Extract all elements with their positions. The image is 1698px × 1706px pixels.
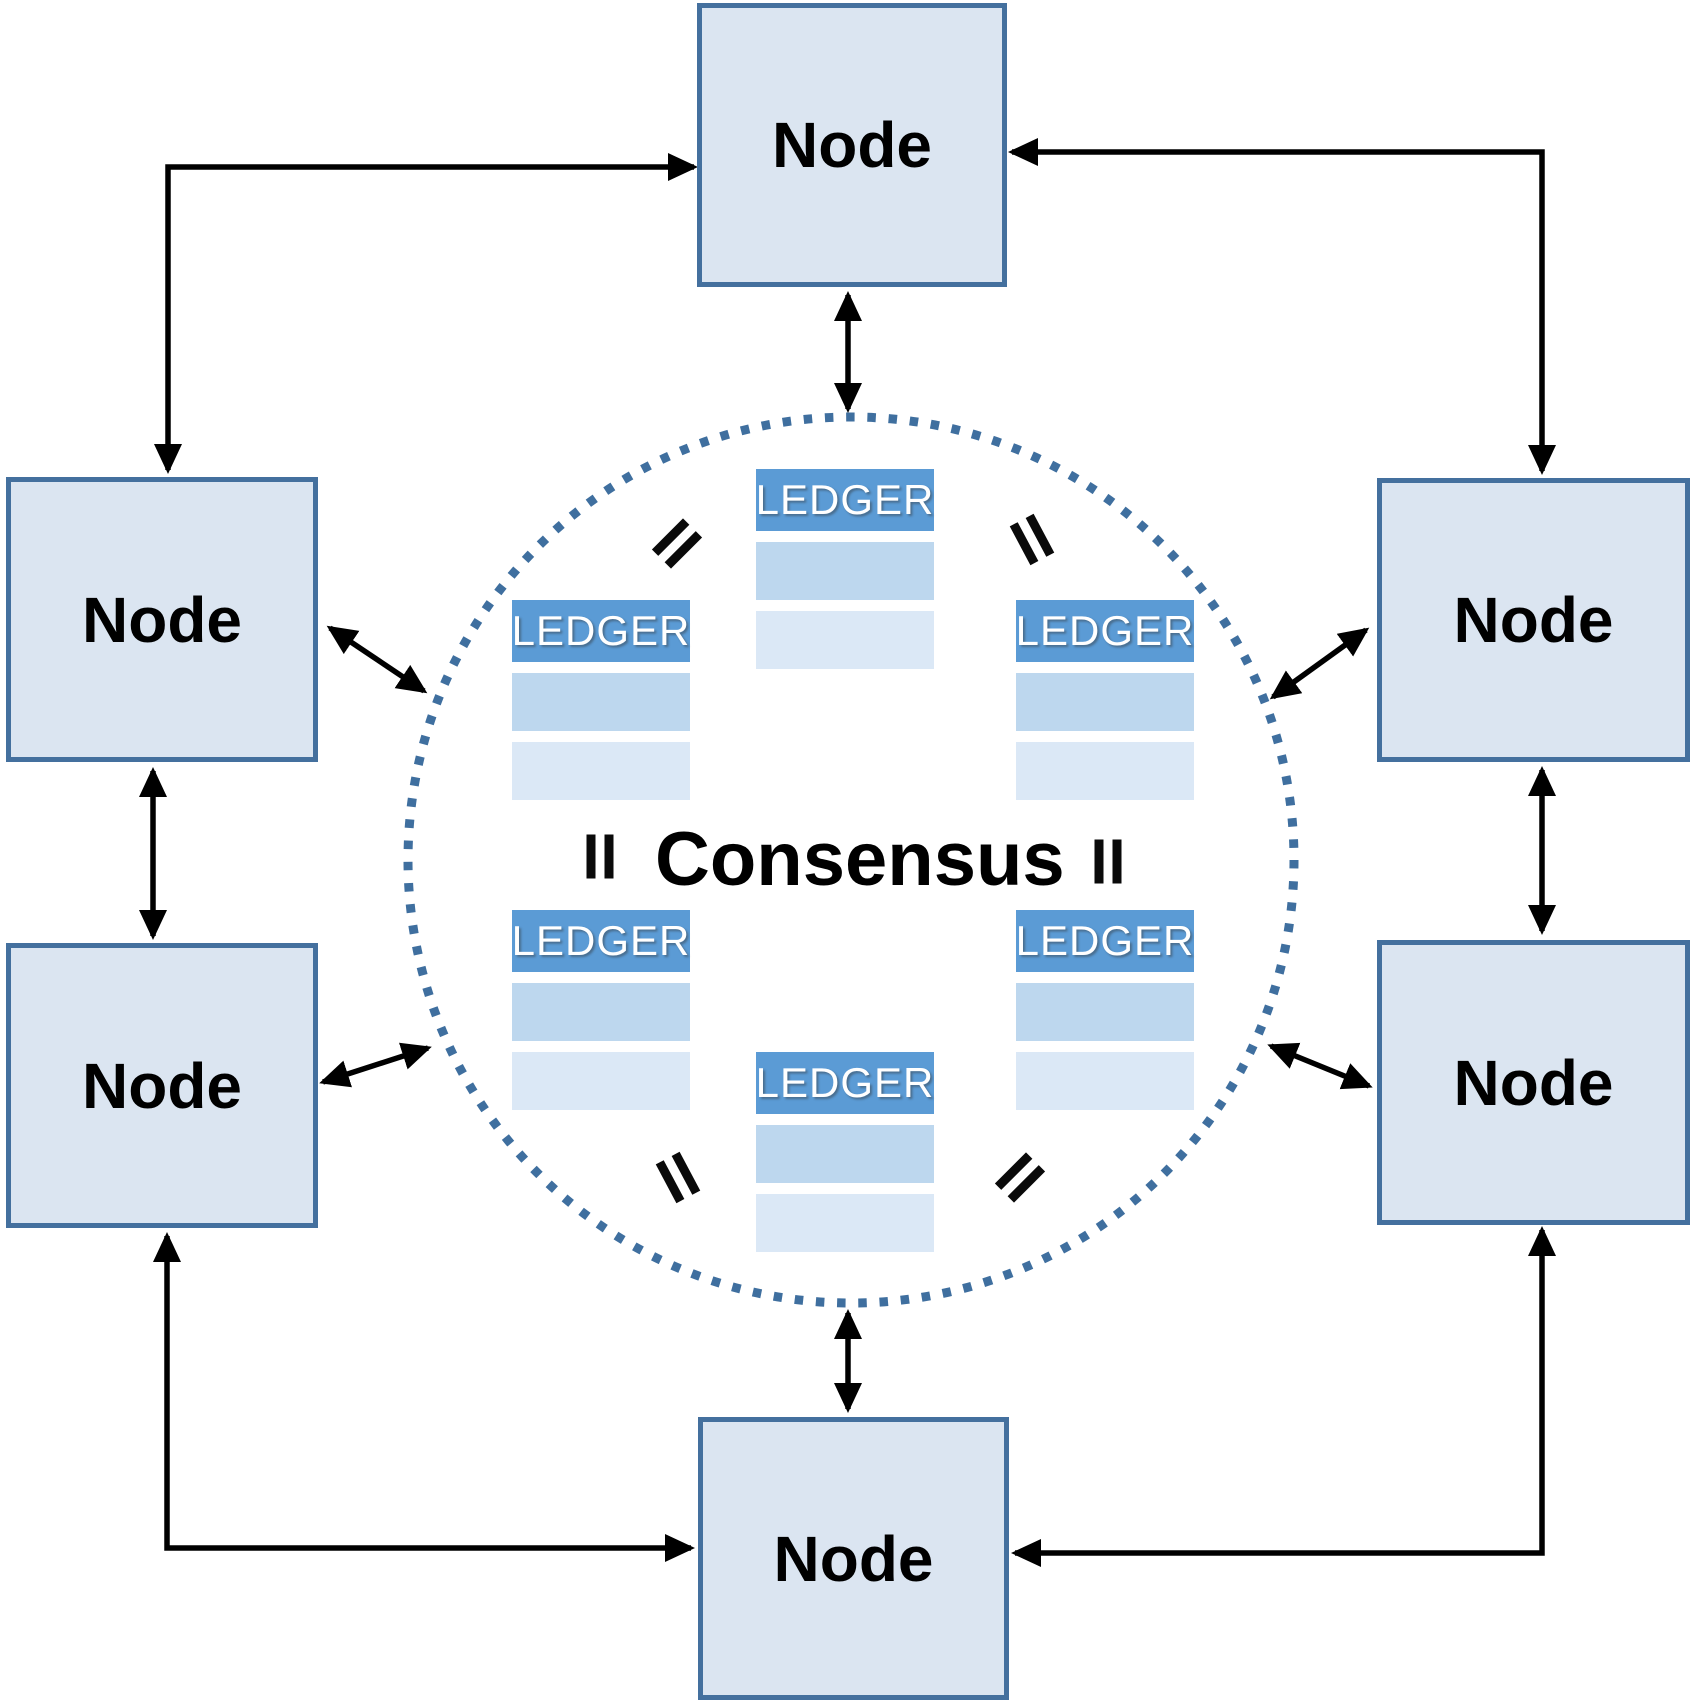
ledger-row [756, 611, 934, 669]
node-label: Node [82, 583, 242, 656]
node-box-bottom: Node [698, 1417, 1009, 1700]
arrow-lowerleft-bottom [153, 1232, 695, 1562]
arrow-upperright-top [1008, 138, 1556, 475]
node-label: Node [773, 1522, 934, 1595]
node-box-lower-right: Node [1377, 940, 1690, 1225]
ledger-upper-left: LEDGER [512, 600, 690, 800]
ledger-row [1016, 673, 1194, 731]
node-label: Node [1453, 1046, 1614, 1119]
ledger-row [1016, 742, 1194, 800]
node-box-upper-right: Node [1377, 478, 1690, 762]
ledger-row [756, 1125, 934, 1183]
ledger-row [512, 673, 690, 731]
ledger-row [756, 1194, 934, 1252]
ledger-top-center: LEDGER [756, 469, 934, 669]
ledger-header: LEDGER [512, 600, 690, 662]
ledger-header: LEDGER [756, 469, 934, 531]
arrow-upperleft-consensus [326, 625, 428, 694]
ledger-header: LEDGER [1016, 910, 1194, 972]
ledger-row [512, 1052, 690, 1110]
consensus-label: Consensus [655, 817, 1065, 902]
node-box-top: Node [697, 3, 1007, 287]
equals-icon [586, 834, 614, 879]
node-label: Node [82, 1049, 242, 1122]
arrow-lowerleft-consensus [319, 1042, 432, 1088]
ledger-row [1016, 983, 1194, 1041]
ledger-bottom-center: LEDGER [756, 1052, 934, 1252]
node-label: Node [1453, 584, 1614, 656]
ledger-row [512, 983, 690, 1041]
equals-icon [1094, 839, 1122, 884]
arrow-upperright-consensus [1269, 627, 1370, 700]
ledger-row [512, 742, 690, 800]
consensus-boundary-dotted-circle [403, 412, 1299, 1308]
ledger-lower-left: LEDGER [512, 910, 690, 1110]
ledger-row [1016, 1052, 1194, 1110]
ledger-lower-right: LEDGER [1016, 910, 1194, 1110]
arrow-upperleft-top [154, 153, 698, 474]
arrow-lowerright-bottom [1011, 1226, 1556, 1567]
arrow-lowerright-consensus [1267, 1042, 1373, 1090]
node-box-upper-left: Node [6, 477, 318, 762]
node-label: Node [772, 109, 932, 181]
ledger-header: LEDGER [1016, 600, 1194, 662]
ledger-upper-right: LEDGER [1016, 600, 1194, 800]
ledger-header: LEDGER [512, 910, 690, 972]
ledger-row [756, 542, 934, 600]
node-box-lower-left: Node [6, 943, 318, 1228]
ledger-header: LEDGER [756, 1052, 934, 1114]
